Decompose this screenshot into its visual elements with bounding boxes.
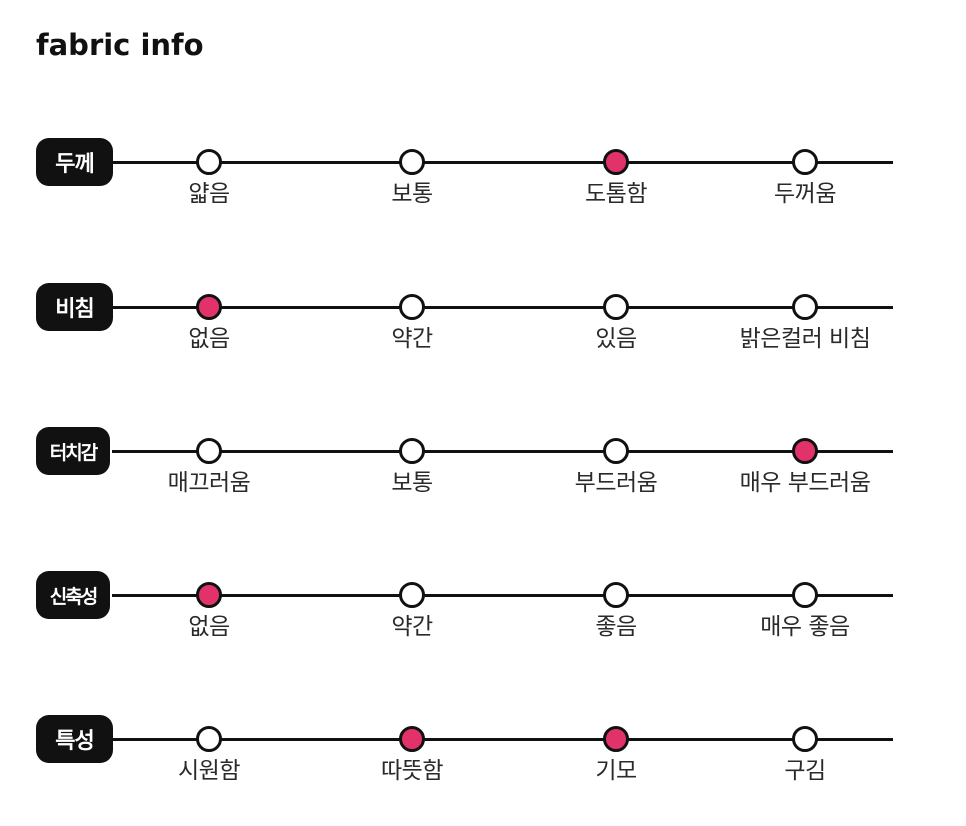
scale-option: 좋음 xyxy=(506,571,726,671)
scale-line xyxy=(112,738,893,741)
unselected-dot-icon xyxy=(792,726,818,752)
page-title: fabric info xyxy=(36,28,204,62)
unselected-dot-icon xyxy=(399,149,425,175)
option-label: 따뜻함 xyxy=(381,758,443,784)
selected-dot-icon xyxy=(196,294,222,320)
unselected-dot-icon xyxy=(196,438,222,464)
option-label: 매끄러움 xyxy=(167,470,251,496)
scale-option: 밝은컬러 비침 xyxy=(695,283,915,383)
selected-dot-icon xyxy=(603,726,629,752)
scale-option: 시원함 xyxy=(99,715,319,815)
scale-option: 얇음 xyxy=(99,138,319,238)
unselected-dot-icon xyxy=(792,149,818,175)
selected-dot-icon xyxy=(399,726,425,752)
option-label: 있음 xyxy=(595,326,637,352)
scale-option: 도톰함 xyxy=(506,138,726,238)
selected-dot-icon xyxy=(792,438,818,464)
option-label: 기모 xyxy=(595,758,637,784)
scale-option: 부드러움 xyxy=(506,427,726,527)
scale-line xyxy=(112,306,893,309)
scale-option: 매끄러움 xyxy=(99,427,319,527)
unselected-dot-icon xyxy=(399,438,425,464)
scale-option: 매우 좋음 xyxy=(695,571,915,671)
selected-dot-icon xyxy=(603,149,629,175)
option-label: 좋음 xyxy=(595,614,637,640)
option-label: 매우 좋음 xyxy=(760,614,850,640)
row-label-badge: 특성 xyxy=(36,715,113,763)
scale-option: 보통 xyxy=(302,427,522,527)
option-label: 도톰함 xyxy=(585,181,647,207)
unselected-dot-icon xyxy=(399,582,425,608)
scale-option: 보통 xyxy=(302,138,522,238)
scale-option: 매우 부드러움 xyxy=(695,427,915,527)
option-label: 없음 xyxy=(188,614,230,640)
unselected-dot-icon xyxy=(603,582,629,608)
unselected-dot-icon xyxy=(196,726,222,752)
option-label: 없음 xyxy=(188,326,230,352)
scale-option: 기모 xyxy=(506,715,726,815)
option-label: 밝은컬러 비침 xyxy=(739,326,871,352)
scale-line xyxy=(112,594,893,597)
row-label-badge: 두께 xyxy=(36,138,113,186)
scale-line xyxy=(112,450,893,453)
option-label: 두꺼움 xyxy=(774,181,836,207)
scale-option: 없음 xyxy=(99,571,319,671)
option-label: 매우 부드러움 xyxy=(739,470,871,496)
scale-line xyxy=(112,161,893,164)
scale-option: 두꺼움 xyxy=(695,138,915,238)
row-label-badge: 신축성 xyxy=(36,571,110,619)
unselected-dot-icon xyxy=(399,294,425,320)
unselected-dot-icon xyxy=(603,294,629,320)
option-label: 보통 xyxy=(391,470,433,496)
scale-option: 약간 xyxy=(302,283,522,383)
selected-dot-icon xyxy=(196,582,222,608)
unselected-dot-icon xyxy=(603,438,629,464)
unselected-dot-icon xyxy=(792,294,818,320)
option-label: 보통 xyxy=(391,181,433,207)
unselected-dot-icon xyxy=(792,582,818,608)
scale-option: 약간 xyxy=(302,571,522,671)
scale-option: 따뜻함 xyxy=(302,715,522,815)
option-label: 약간 xyxy=(391,326,433,352)
row-label-badge: 비침 xyxy=(36,283,113,331)
scale-option: 없음 xyxy=(99,283,319,383)
option-label: 부드러움 xyxy=(574,470,658,496)
option-label: 시원함 xyxy=(178,758,240,784)
row-label-badge: 터치감 xyxy=(36,427,110,475)
option-label: 약간 xyxy=(391,614,433,640)
unselected-dot-icon xyxy=(196,149,222,175)
scale-option: 있음 xyxy=(506,283,726,383)
option-label: 구김 xyxy=(784,758,826,784)
scale-option: 구김 xyxy=(695,715,915,815)
option-label: 얇음 xyxy=(188,181,230,207)
